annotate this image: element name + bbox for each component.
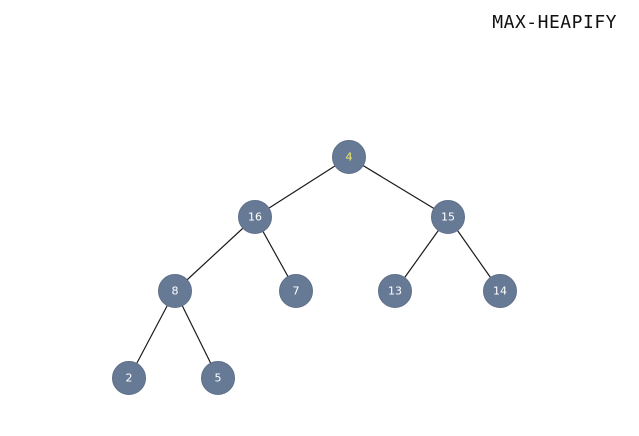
- node-circle: [201, 361, 235, 395]
- node-circle: [431, 200, 465, 234]
- node-label: 5: [215, 372, 222, 385]
- node-label: 7: [293, 285, 300, 298]
- node-circle: [332, 140, 366, 174]
- tree-node: 7: [279, 274, 313, 308]
- node-label: 8: [172, 285, 179, 298]
- node-label: 14: [493, 285, 507, 298]
- tree-node: 16: [238, 200, 272, 234]
- node-circle: [112, 361, 146, 395]
- node-label: 16: [248, 211, 262, 224]
- node-circle: [158, 274, 192, 308]
- tree-node: 4: [332, 140, 366, 174]
- node-circle: [279, 274, 313, 308]
- tree-node: 5: [201, 361, 235, 395]
- node-circle: [238, 200, 272, 234]
- tree-edge: [254, 156, 350, 218]
- tree-edge: [174, 216, 256, 292]
- node-label: 2: [126, 372, 133, 385]
- tree-edge: [348, 156, 449, 218]
- tree-node: 14: [483, 274, 517, 308]
- tree-node: 8: [158, 274, 192, 308]
- node-circle: [483, 274, 517, 308]
- edges-layer: [128, 156, 501, 379]
- node-label: 15: [441, 211, 455, 224]
- node-circle: [378, 274, 412, 308]
- tree-node: 2: [112, 361, 146, 395]
- nodes-layer: 4 16 15 8 7 13 14 2 5: [112, 140, 517, 395]
- node-label-highlighted: 4: [346, 151, 353, 164]
- diagram-title: MAX-HEAPIFY: [492, 12, 617, 33]
- tree-node: 13: [378, 274, 412, 308]
- tree-node: 15: [431, 200, 465, 234]
- node-label: 13: [388, 285, 402, 298]
